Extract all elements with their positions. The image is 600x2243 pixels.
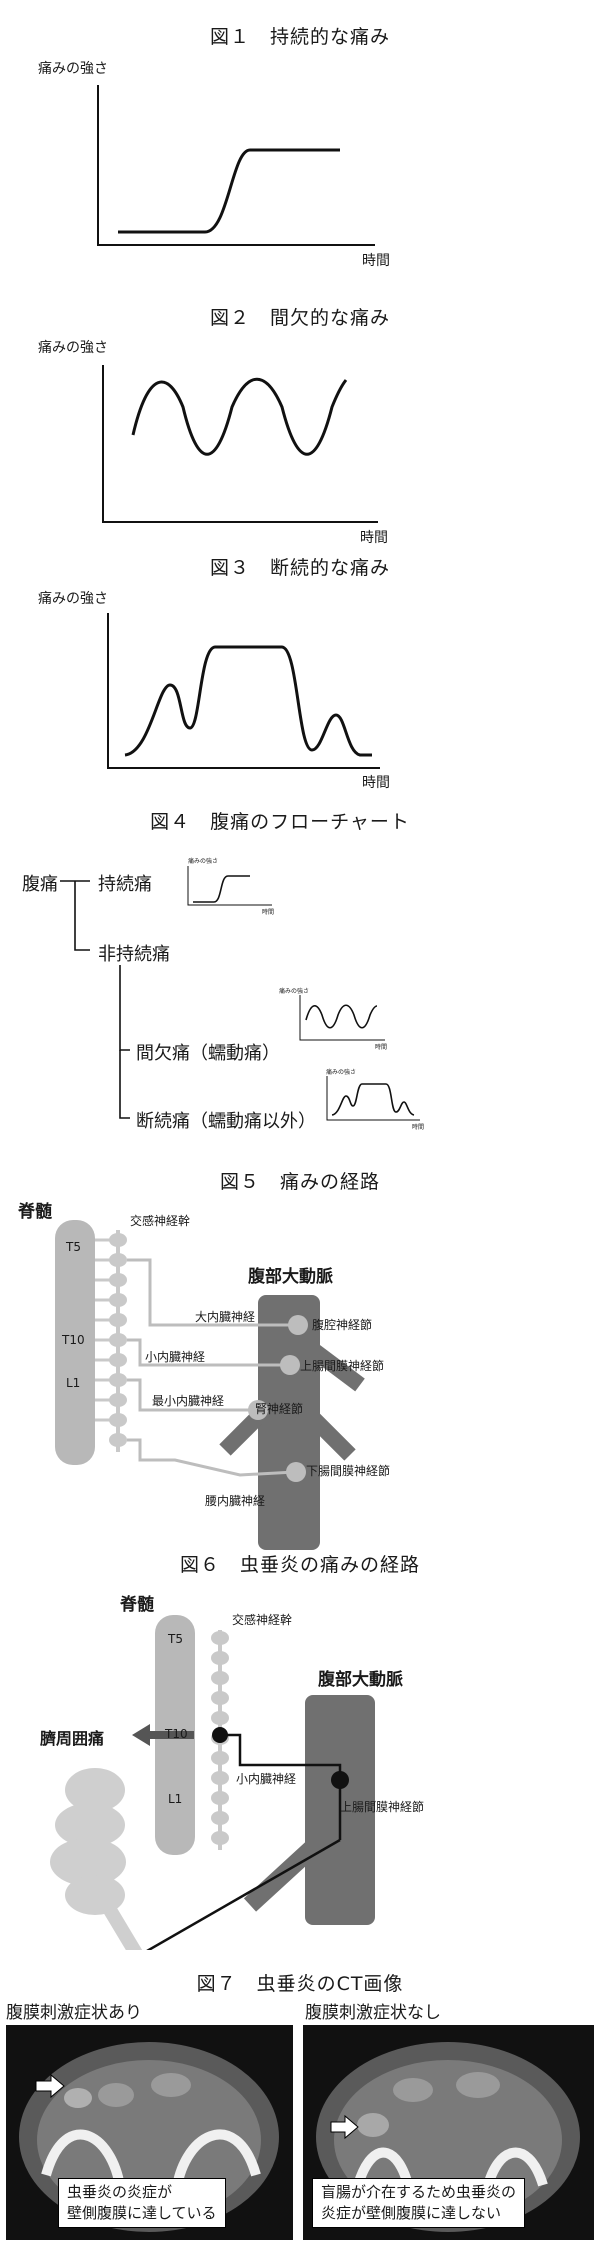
fig5-aorta-branch-3 — [299, 1404, 356, 1461]
fig1-y-axis-label: 痛みの強さ — [38, 61, 108, 77]
fig4-interrupted-label: 断続痛（蠕動痛以外） — [136, 1111, 316, 1132]
fig4-noncontinuous-label: 非持続痛 — [98, 944, 170, 965]
fig6-title: 図６ 虫垂炎の痛みの経路 — [179, 1554, 420, 1576]
fig7-left-caption-line1: 虫垂炎の炎症が — [67, 2183, 173, 2201]
fig6-superior-mesenteric-ganglion — [331, 1771, 349, 1789]
fig6-sympathetic-trunk-label: 交感神経幹 — [232, 1613, 293, 1627]
fig5-aorta-branch-1 — [295, 1333, 365, 1392]
fig5-superior-mesenteric-ganglion — [280, 1355, 300, 1375]
fig1-x-axis-label: 時間 — [362, 253, 390, 269]
fig5-least-splanchnic-nerve — [127, 1378, 255, 1412]
fig5-spinal-cord-label: 脊髄 — [18, 1202, 52, 1222]
fig4-mini2-ylabel: 痛みの強さ — [279, 988, 310, 995]
fig2-plot — [102, 365, 378, 523]
fig3-title: 図３ 断続的な痛み — [209, 557, 390, 579]
fig3-x-axis-label: 時間 — [362, 775, 390, 791]
fig5-renal-ganglion — [248, 1400, 268, 1420]
fig4-mini-chart1-curve — [193, 875, 250, 903]
fig5-t5-label: T5 — [66, 1240, 81, 1254]
fig6-periumbilical-pain-label: 臍周囲痛 — [40, 1729, 105, 1748]
fig7-left-caption-line2: 壁側腹膜に達している — [67, 2204, 217, 2222]
fig2-title: 図２ 間欠的な痛み — [209, 307, 390, 329]
fig5-inferior-mesenteric-ganglion-label: 下腸間膜神経節 — [306, 1464, 391, 1478]
fig4-mini3-ylabel: 痛みの強さ — [326, 1069, 357, 1076]
fig3-axes — [107, 613, 380, 769]
fig7-left-caption: 虫垂炎の炎症が 壁側腹膜に達している — [58, 2178, 226, 2228]
fig5-aorta — [258, 1295, 320, 1550]
fig2-axes — [102, 365, 378, 523]
fig1-axes — [97, 85, 375, 246]
fig5-lumbar-splanchnic-nerve — [127, 1438, 296, 1477]
fig4-root-label: 腹痛 — [22, 874, 58, 895]
fig6-t10-node — [212, 1727, 228, 1743]
fig4-mini-chart2-curve — [305, 1004, 378, 1029]
fig5-aorta-label: 腹部大動脈 — [248, 1267, 333, 1287]
fig2-x-axis-label: 時間 — [360, 530, 388, 546]
fig5-diagram — [55, 1220, 365, 1550]
fig4-intermittent-label: 間欠痛（蠕動痛） — [136, 1043, 280, 1064]
fig5-superior-mesenteric-ganglion-label: 上腸間膜神経節 — [300, 1359, 385, 1373]
fig7-right-caption-line1: 盲腸が介在するため虫垂炎の — [321, 2183, 517, 2201]
fig6-trunk-ganglia — [211, 1631, 229, 1845]
fig5-celiac-ganglion-label: 腹腔神経節 — [312, 1318, 373, 1332]
fig5-lesser-splanchnic-label: 小内臓神経 — [145, 1350, 206, 1364]
fig6-periumbilical-arrow-head — [132, 1724, 150, 1746]
fig5-sympathetic-trunk-label: 交感神経幹 — [130, 1214, 191, 1228]
fig5-lumbar-splanchnic-label: 腰内臓神経 — [205, 1494, 266, 1508]
fig7-right-caption: 盲腸が介在するため虫垂炎の 炎症が壁側腹膜に達しない — [312, 2178, 526, 2228]
fig7-right-caption-line2: 炎症が壁側腹膜に達しない — [321, 2204, 502, 2222]
fig2-curve — [131, 377, 348, 456]
fig4-mini2-xlabel: 時間 — [375, 1044, 388, 1051]
fig7-right-heading: 腹膜刺激症状なし — [305, 2003, 441, 2023]
fig5-l1-label: L1 — [66, 1376, 81, 1390]
fig6-aorta-label: 腹部大動脈 — [318, 1670, 403, 1690]
fig6-spinal-cord-label: 脊髄 — [120, 1595, 154, 1615]
fig4-mini1-xlabel: 時間 — [262, 909, 275, 916]
fig3-y-axis-label: 痛みの強さ — [38, 591, 108, 607]
fig6-appendix-colon — [50, 1768, 143, 1950]
fig5-least-splanchnic-label: 最小内臓神経 — [152, 1394, 225, 1408]
fig4-flowchart — [60, 866, 420, 1121]
fig6-superior-mesenteric-ganglion-label: 上腸間膜神経節 — [340, 1800, 425, 1814]
fig5-trunk-ganglia — [109, 1233, 127, 1447]
fig6-diagram — [50, 1615, 377, 1950]
fig1-title: 図１ 持続的な痛み — [209, 26, 390, 48]
fig5-inferior-mesenteric-ganglion — [286, 1462, 306, 1482]
fig3-curve — [124, 645, 372, 757]
fig5-spinal-column — [55, 1220, 95, 1465]
fig5-renal-ganglion-label: 腎神経節 — [255, 1402, 304, 1416]
fig6-l1-label: L1 — [168, 1792, 183, 1806]
fig4-mini1-ylabel: 痛みの強さ — [188, 858, 219, 865]
fig3-plot — [107, 613, 380, 769]
fig6-lesser-splanchnic-nerve — [220, 1733, 342, 1840]
fig7-left-heading: 腹膜刺激症状あり — [6, 2003, 142, 2023]
fig5-t10-label: T10 — [62, 1333, 85, 1347]
fig4-connector-trunk — [74, 881, 90, 951]
fig5-greater-splanchnic-label: 大内臓神経 — [195, 1310, 256, 1324]
fig5-lesser-splanchnic-nerve — [127, 1338, 285, 1367]
fig6-lesser-splanchnic-label: 小内臓神経 — [236, 1772, 297, 1786]
fig5-greater-splanchnic-nerve — [127, 1258, 295, 1327]
fig4-mini-chart3-curve — [331, 1083, 415, 1116]
fig1-curve — [118, 148, 340, 234]
fig5-title: 図５ 痛みの経路 — [219, 1171, 380, 1193]
fig4-continuous-label: 持続痛 — [98, 874, 152, 895]
fig6-aorta-branch — [243, 1788, 377, 1912]
fig2-y-axis-label: 痛みの強さ — [38, 340, 108, 356]
fig4-mini-chart3-axes — [326, 1076, 420, 1121]
fig6-t10-label: T10 — [165, 1727, 188, 1741]
fig4-mini-chart1-axes — [187, 866, 272, 906]
fig4-connector-branch2 — [119, 1050, 130, 1119]
fig4-title: 図４ 腹痛のフローチャート — [150, 811, 410, 833]
fig4-mini-chart2-axes — [299, 995, 385, 1041]
fig1-plot — [97, 85, 375, 246]
fig5-celiac-ganglion — [288, 1315, 308, 1335]
fig4-mini3-xlabel: 時間 — [412, 1124, 425, 1131]
fig6-t5-label: T5 — [168, 1632, 183, 1646]
fig7-title: 図７ 虫垂炎のCT画像 — [196, 1973, 404, 1995]
